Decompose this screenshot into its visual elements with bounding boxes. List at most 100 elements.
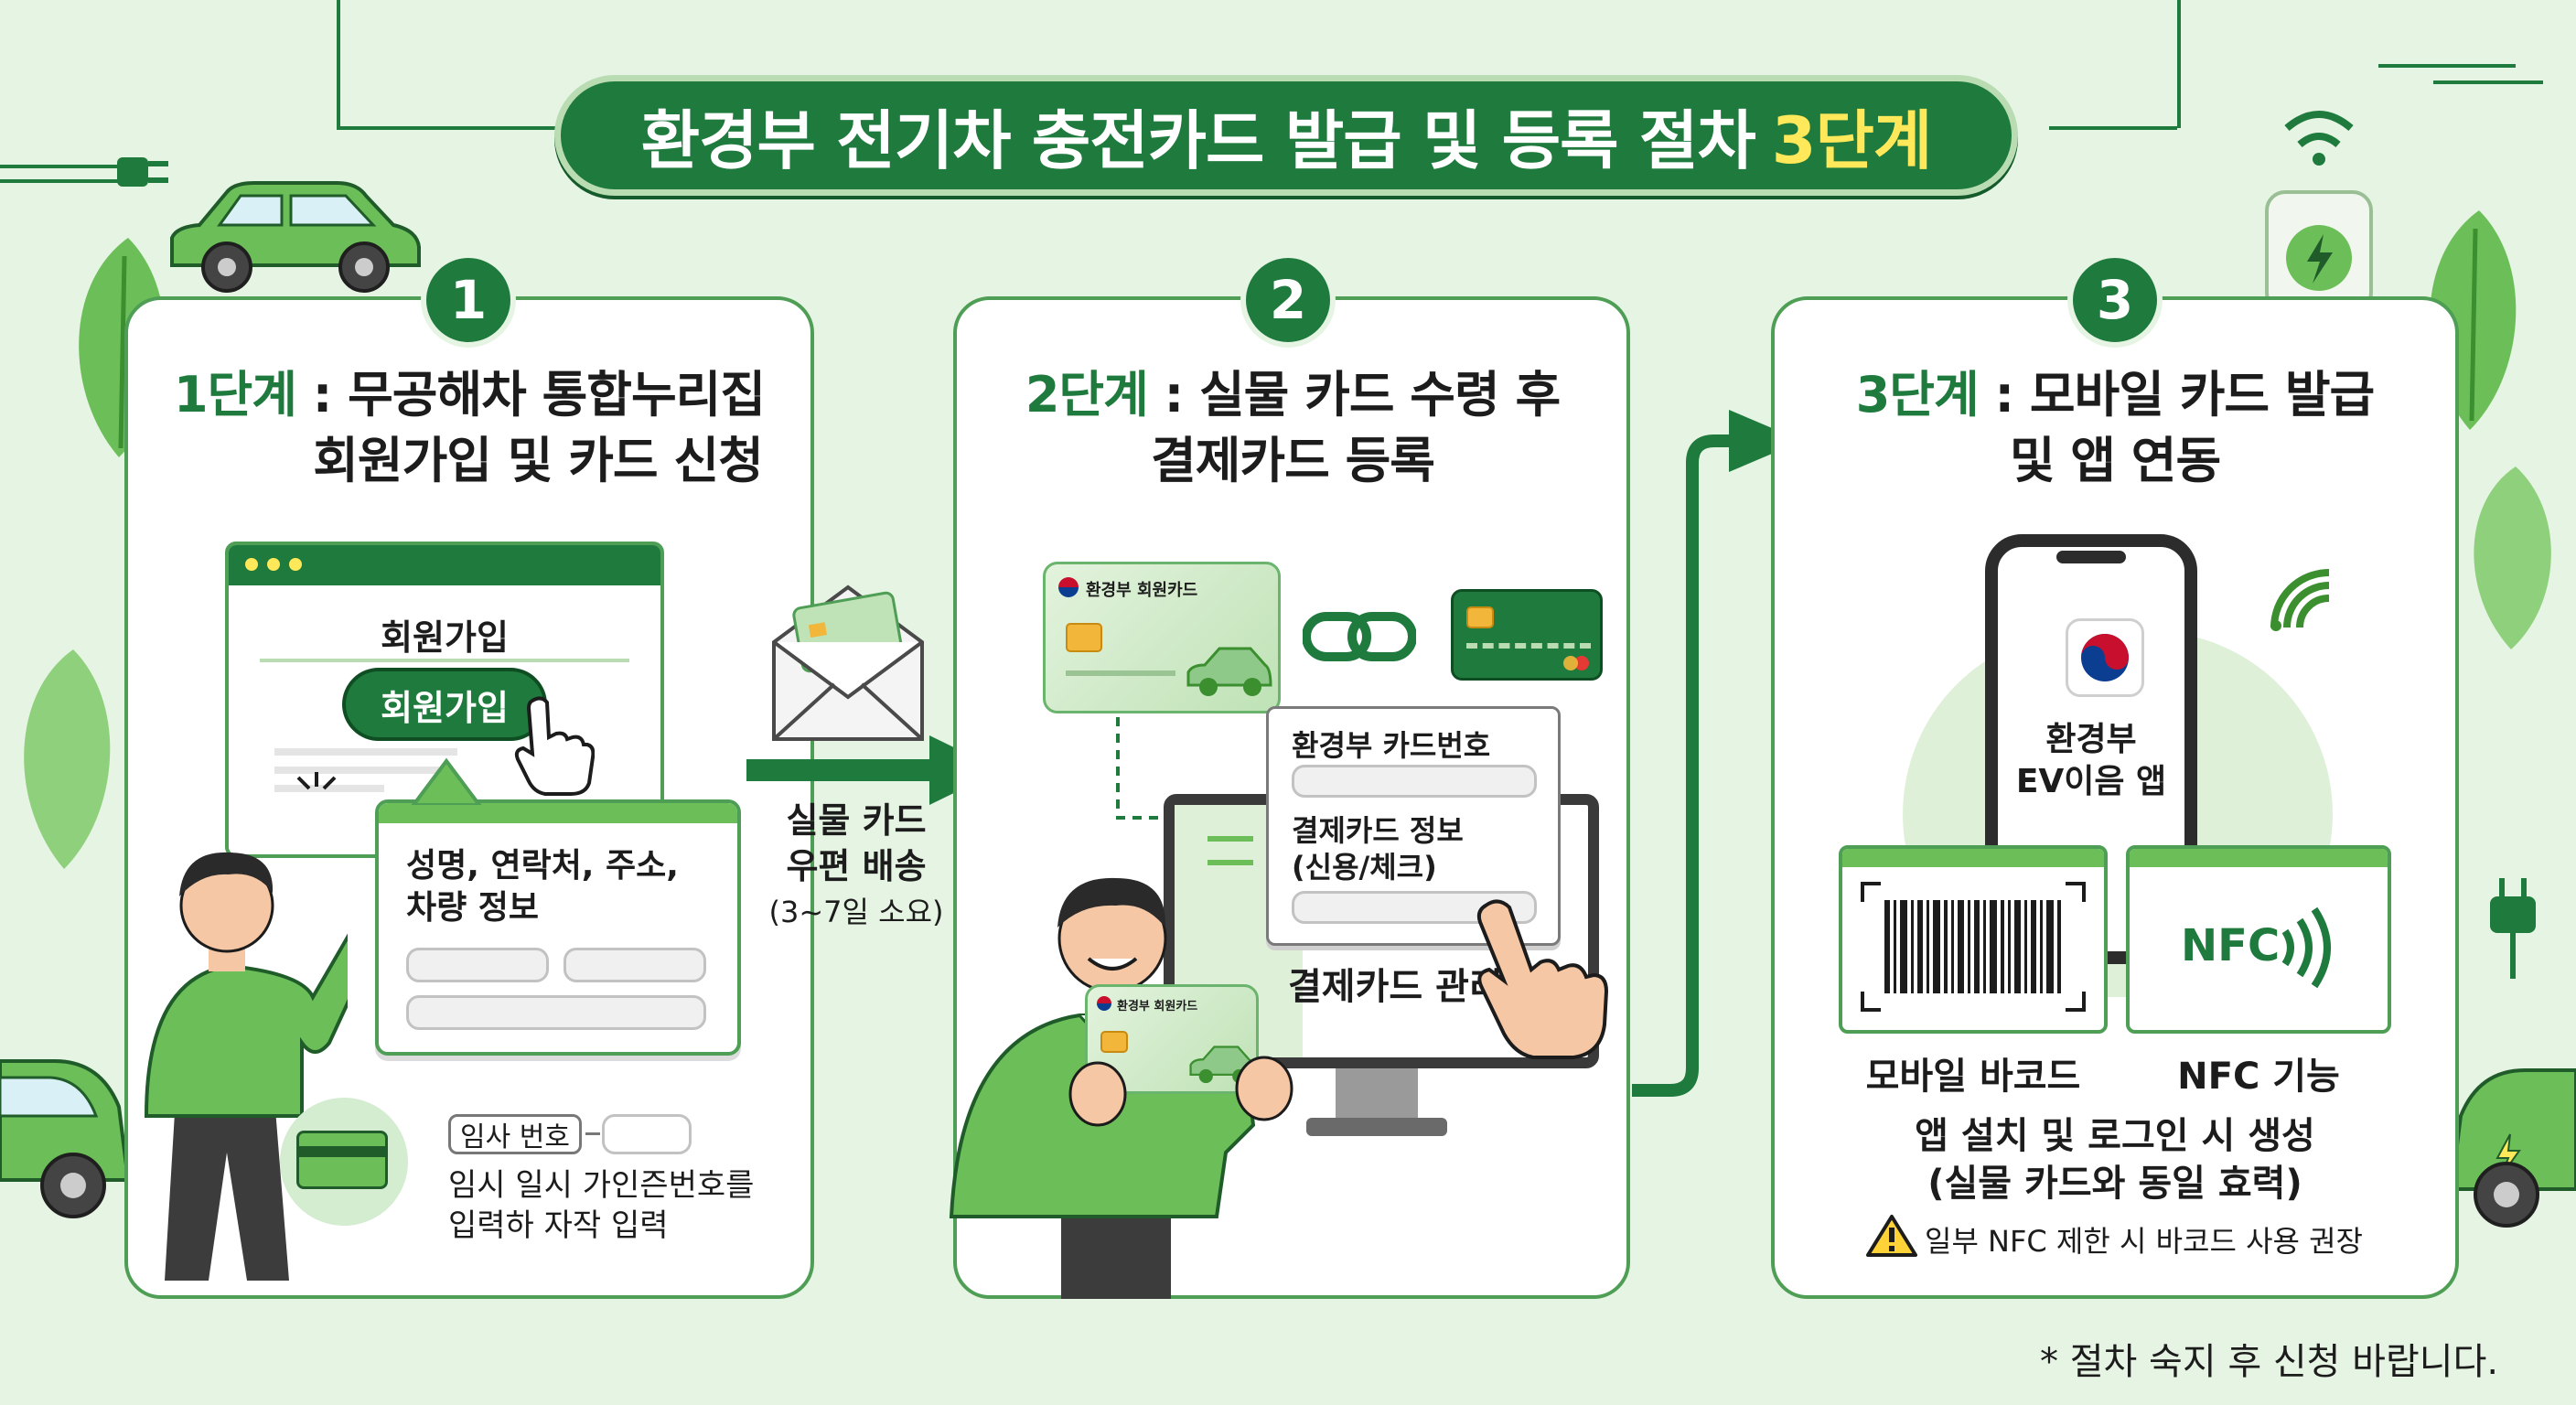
- step-3-title-line2: 및 앱 연동: [2009, 432, 2221, 489]
- payment-info-line1: 결제카드 정보: [1292, 813, 1464, 848]
- wireless-signal-icon: [2270, 569, 2330, 631]
- nfc-logo: NFC: [2181, 920, 2281, 971]
- temp-number-input[interactable]: [602, 1114, 692, 1154]
- card-number-label: 환경부 카드번호: [1292, 728, 1491, 763]
- warning-text: 일부 NFC 제한 시 바코드 사용 권장: [1925, 1224, 2363, 1259]
- step-2-title-prefix: 2단계: [1025, 366, 1149, 424]
- chip-icon: [1100, 1031, 1128, 1053]
- delivery-text: 실물 카드 우편 배송 (3~7일 소요): [765, 798, 948, 935]
- person-icon: [144, 852, 348, 1281]
- deco-line: [0, 165, 119, 168]
- deco-line: [2049, 126, 2177, 130]
- card-label: 환경부 회원카드: [1086, 581, 1198, 600]
- step-3-title: 3단계 : 모바일 카드 발급 및 앱 연동: [1789, 362, 2441, 494]
- phone-field[interactable]: [564, 948, 706, 982]
- step-2-title-line1: : 실물 카드 수령 후: [1164, 366, 1562, 424]
- info-text-line2: 차량 정보: [406, 889, 540, 927]
- info-text: 성명, 연락처, 주소, 차량 정보: [406, 845, 679, 929]
- step-3-badge: 3: [2067, 252, 2163, 348]
- hands-icon: [1068, 1056, 1293, 1127]
- delivery-line3: (3~7일 소요): [768, 895, 944, 929]
- title-highlight: 3단계: [1771, 102, 1933, 178]
- footnote: * 절차 숙지 후 신청 바랍니다.: [2040, 1341, 2499, 1383]
- car-icon: [170, 181, 421, 293]
- step-3-description: 앱 설치 및 로그인 시 생성 (실물 카드와 동일 효력): [1793, 1112, 2437, 1207]
- temp-text: 임시 일시 가인즌번호를 입력하 자작 입력: [448, 1165, 754, 1246]
- nfc-wave-icon: [2281, 906, 2331, 989]
- window-titlebar: [229, 545, 660, 585]
- step-2-title: 2단계 : 실물 카드 수령 후 결제카드 등록: [970, 362, 1615, 494]
- app-name-line2: EV이음 앱: [2015, 763, 2167, 800]
- hand-pointer-icon: [1476, 899, 1609, 1059]
- step-3-title-prefix: 3단계: [1855, 366, 1980, 424]
- page-title: 환경부 전기차 충전카드 발급 및 등록 절차 3단계: [554, 75, 2018, 196]
- monitor-base: [1306, 1118, 1447, 1136]
- card-number-input[interactable]: [1292, 765, 1537, 798]
- hand-pointer-icon: [514, 696, 595, 796]
- step-1-title-prefix: 1단계: [173, 366, 297, 424]
- chip-icon: [1066, 623, 1102, 652]
- monitor-stand: [1336, 1068, 1418, 1121]
- delivery-line1: 실물 카드: [786, 800, 927, 841]
- title-main: 환경부 전기차 충전카드 발급 및 등록 절차: [640, 102, 1756, 178]
- barcode-icon: [1861, 882, 2086, 1012]
- envelope-icon: [772, 585, 924, 741]
- step-1-badge: 1: [421, 252, 516, 348]
- warning-icon: [1866, 1215, 1917, 1257]
- taegeuk-icon: [2081, 634, 2129, 681]
- deco-line: [0, 179, 119, 183]
- step-3-desc-line2: (실물 카드와 동일 효력): [1927, 1163, 2302, 1205]
- step-1-title: 1단계 : 무공해차 통합누리집 회원가입 및 카드 신청: [137, 362, 801, 494]
- link-icon: [1303, 612, 1416, 661]
- deco-line: [337, 0, 340, 128]
- click-spark-icon: [296, 772, 337, 790]
- dashed-connector: [1116, 717, 1279, 820]
- step-1-title-line1: : 무공해차 통합누리집: [312, 366, 766, 424]
- payment-info-label: 결제카드 정보 (신용/체크): [1292, 812, 1464, 885]
- nfc-card: [2126, 845, 2391, 1034]
- delivery-line2: 우편 배송: [786, 846, 927, 886]
- app-icon[interactable]: [2066, 618, 2144, 697]
- name-field[interactable]: [406, 948, 549, 982]
- step-2-badge: 2: [1240, 252, 1336, 348]
- temp-text-line1: 임시 일시 가인즌번호를: [448, 1167, 755, 1204]
- car-icon: [1186, 647, 1272, 696]
- membership-card: 환경부 회원카드: [1043, 562, 1281, 713]
- address-field[interactable]: [406, 995, 706, 1030]
- step-2-title-line2: 결제카드 등록: [1151, 432, 1435, 489]
- taegeuk-icon: [1058, 577, 1079, 597]
- deco-line: [2433, 80, 2543, 84]
- dash-divider: [585, 1132, 600, 1135]
- leaf-icon: [2474, 467, 2551, 649]
- speech-tail: [411, 757, 482, 805]
- signup-button[interactable]: 회원가입: [342, 668, 547, 741]
- temp-number-label: 임사 번호: [448, 1114, 582, 1154]
- nfc-label: NFC 기능: [2177, 1056, 2340, 1098]
- credit-card: [1451, 589, 1603, 681]
- charger-icon: [2265, 111, 2373, 311]
- step-3-title-line1: : 모바일 카드 발급: [1994, 366, 2375, 424]
- step-3-desc-line1: 앱 설치 및 로그인 시 생성: [1915, 1115, 2315, 1157]
- deco-line: [2378, 64, 2516, 68]
- deco-line: [2177, 0, 2181, 128]
- step-1-title-line2: 회원가입 및 카드 신청: [313, 432, 764, 489]
- payment-info-line2: (신용/체크): [1292, 850, 1437, 885]
- temp-text-line2: 입력하 자작 입력: [448, 1207, 669, 1244]
- leaf-icon: [24, 649, 111, 869]
- deco-line: [337, 126, 584, 130]
- connector-arrow-icon: [1632, 410, 1802, 1097]
- window-title: 회원가입: [381, 617, 509, 658]
- held-card-label: 환경부 회원카드: [1117, 1000, 1198, 1014]
- taegeuk-icon: [1097, 996, 1111, 1011]
- barcode-card: [1839, 845, 2108, 1034]
- app-name-line1: 환경부: [2045, 721, 2137, 758]
- monitor-label: 결제카드 관리: [1288, 966, 1503, 1008]
- chip-icon: [1466, 606, 1494, 628]
- app-name: 환경부 EV이음 앱: [1994, 719, 2188, 803]
- car-icon: [0, 1059, 131, 1218]
- plug-icon: [117, 157, 168, 187]
- info-text-line1: 성명, 연락처, 주소,: [406, 847, 679, 885]
- payment-card-icon: [280, 1098, 408, 1226]
- plug-icon: [2490, 878, 2536, 979]
- barcode-label: 모바일 바코드: [1865, 1056, 2081, 1098]
